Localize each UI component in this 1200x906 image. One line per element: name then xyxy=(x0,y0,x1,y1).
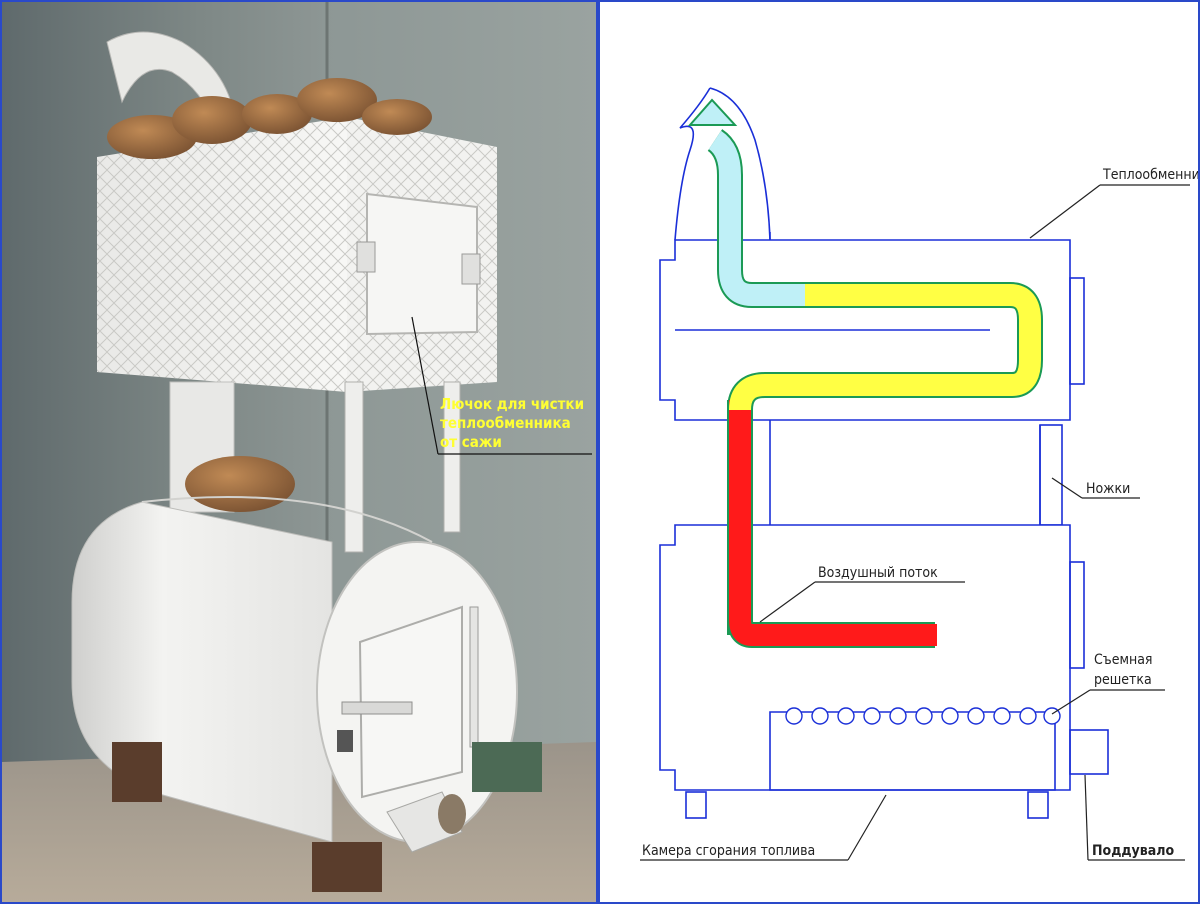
stove-diagram: Теплообменник Ножки Воздушный поток Съем… xyxy=(600,2,1200,902)
label-ash-pit: Поддувало xyxy=(1092,843,1174,859)
cool-flow xyxy=(708,130,805,306)
label-grate-line-2: решетка xyxy=(1094,672,1152,688)
panel-divider xyxy=(596,0,600,904)
label-airflow: Воздушный поток xyxy=(818,565,938,581)
caption-line-2: теплообменника xyxy=(440,414,571,432)
label-grate-line-1: Съемная xyxy=(1094,652,1152,668)
removable-grate xyxy=(785,707,1061,725)
caption-line-3: от сажи xyxy=(440,433,502,451)
label-heat-exchanger: Теплообменник xyxy=(1102,167,1198,183)
caption-line-1: Лючок для чистки xyxy=(440,395,584,413)
warm-flow xyxy=(729,284,1041,411)
airflow-path xyxy=(687,98,1043,648)
cleaning-hatch-label: Лючок для чистки теплообменника от сажи xyxy=(440,395,584,451)
label-legs: Ножки xyxy=(1086,481,1130,497)
hot-flow xyxy=(729,400,937,646)
arrow-up-icon xyxy=(687,98,738,126)
label-combustion-chamber: Камера сгорания топлива xyxy=(642,843,815,859)
stove-photo: Лючок для чистки теплообменника от сажи xyxy=(2,2,596,902)
